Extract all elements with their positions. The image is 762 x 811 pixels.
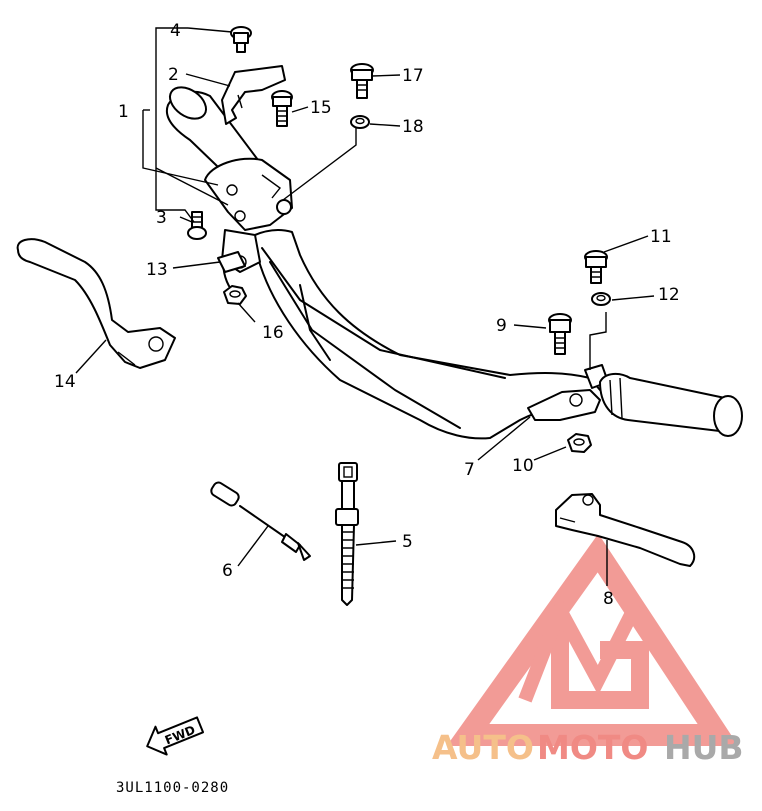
callout-10: 10	[512, 456, 534, 476]
callout-6: 6	[222, 561, 233, 581]
part-8-right-lever	[555, 493, 696, 567]
callout-2: 2	[168, 65, 179, 85]
part-12-washer	[591, 292, 611, 306]
right-grip	[599, 372, 743, 437]
part-18-washer	[350, 115, 370, 129]
part-15-bolt	[271, 90, 293, 127]
part-10-nut	[567, 433, 592, 453]
callout-7: 7	[464, 460, 475, 480]
part-4-screw	[230, 26, 252, 53]
left-lever-holder	[204, 157, 293, 273]
watermark-moto: MOTO	[537, 728, 648, 767]
part-16-nut	[223, 285, 247, 305]
callout-13: 13	[146, 260, 168, 280]
drawing-code: 3UL1100-0280	[116, 780, 229, 796]
callout-8-right-lever: 8	[603, 589, 614, 609]
callout-12: 12	[658, 285, 680, 305]
callout-17: 17	[402, 66, 424, 86]
callout-15: 15	[310, 98, 332, 118]
part-14-left-lever	[16, 238, 176, 369]
fwd-arrow: FWD	[146, 716, 205, 756]
callout-18: 18	[402, 117, 424, 137]
callout-9: 9	[496, 316, 507, 336]
part-11-screw	[584, 250, 608, 284]
watermark-text: AUTO MOTO HUB	[432, 728, 744, 767]
callout-labels: 4 2 1 3 15 17 18 13 16 14 9 10 7 11 12 6…	[54, 21, 680, 609]
logo-triangle-outer	[446, 533, 739, 746]
part-13-pivot	[217, 251, 246, 273]
logo-m-stroke	[518, 593, 643, 703]
leader-lines	[75, 27, 655, 586]
callout-4: 4	[170, 21, 181, 41]
watermark-logo	[446, 533, 739, 746]
part-9-bolt	[548, 313, 572, 355]
callout-3: 3	[156, 208, 167, 228]
part-2-bracket	[221, 65, 286, 125]
part-6-cable	[210, 481, 311, 561]
logo-inner-g	[551, 610, 649, 709]
part-5-cable-tie	[335, 462, 359, 606]
handlebar	[222, 229, 601, 440]
callout-5: 5	[402, 532, 413, 552]
watermark-hub: HUB	[664, 728, 744, 767]
callout-1: 1	[118, 102, 129, 122]
part-3-screw	[187, 211, 207, 240]
watermark-auto: AUTO	[432, 728, 534, 767]
callout-11: 11	[650, 227, 672, 247]
callout-14: 14	[54, 372, 76, 392]
callout-16: 16	[262, 323, 284, 343]
part-17-bolt	[350, 63, 374, 99]
